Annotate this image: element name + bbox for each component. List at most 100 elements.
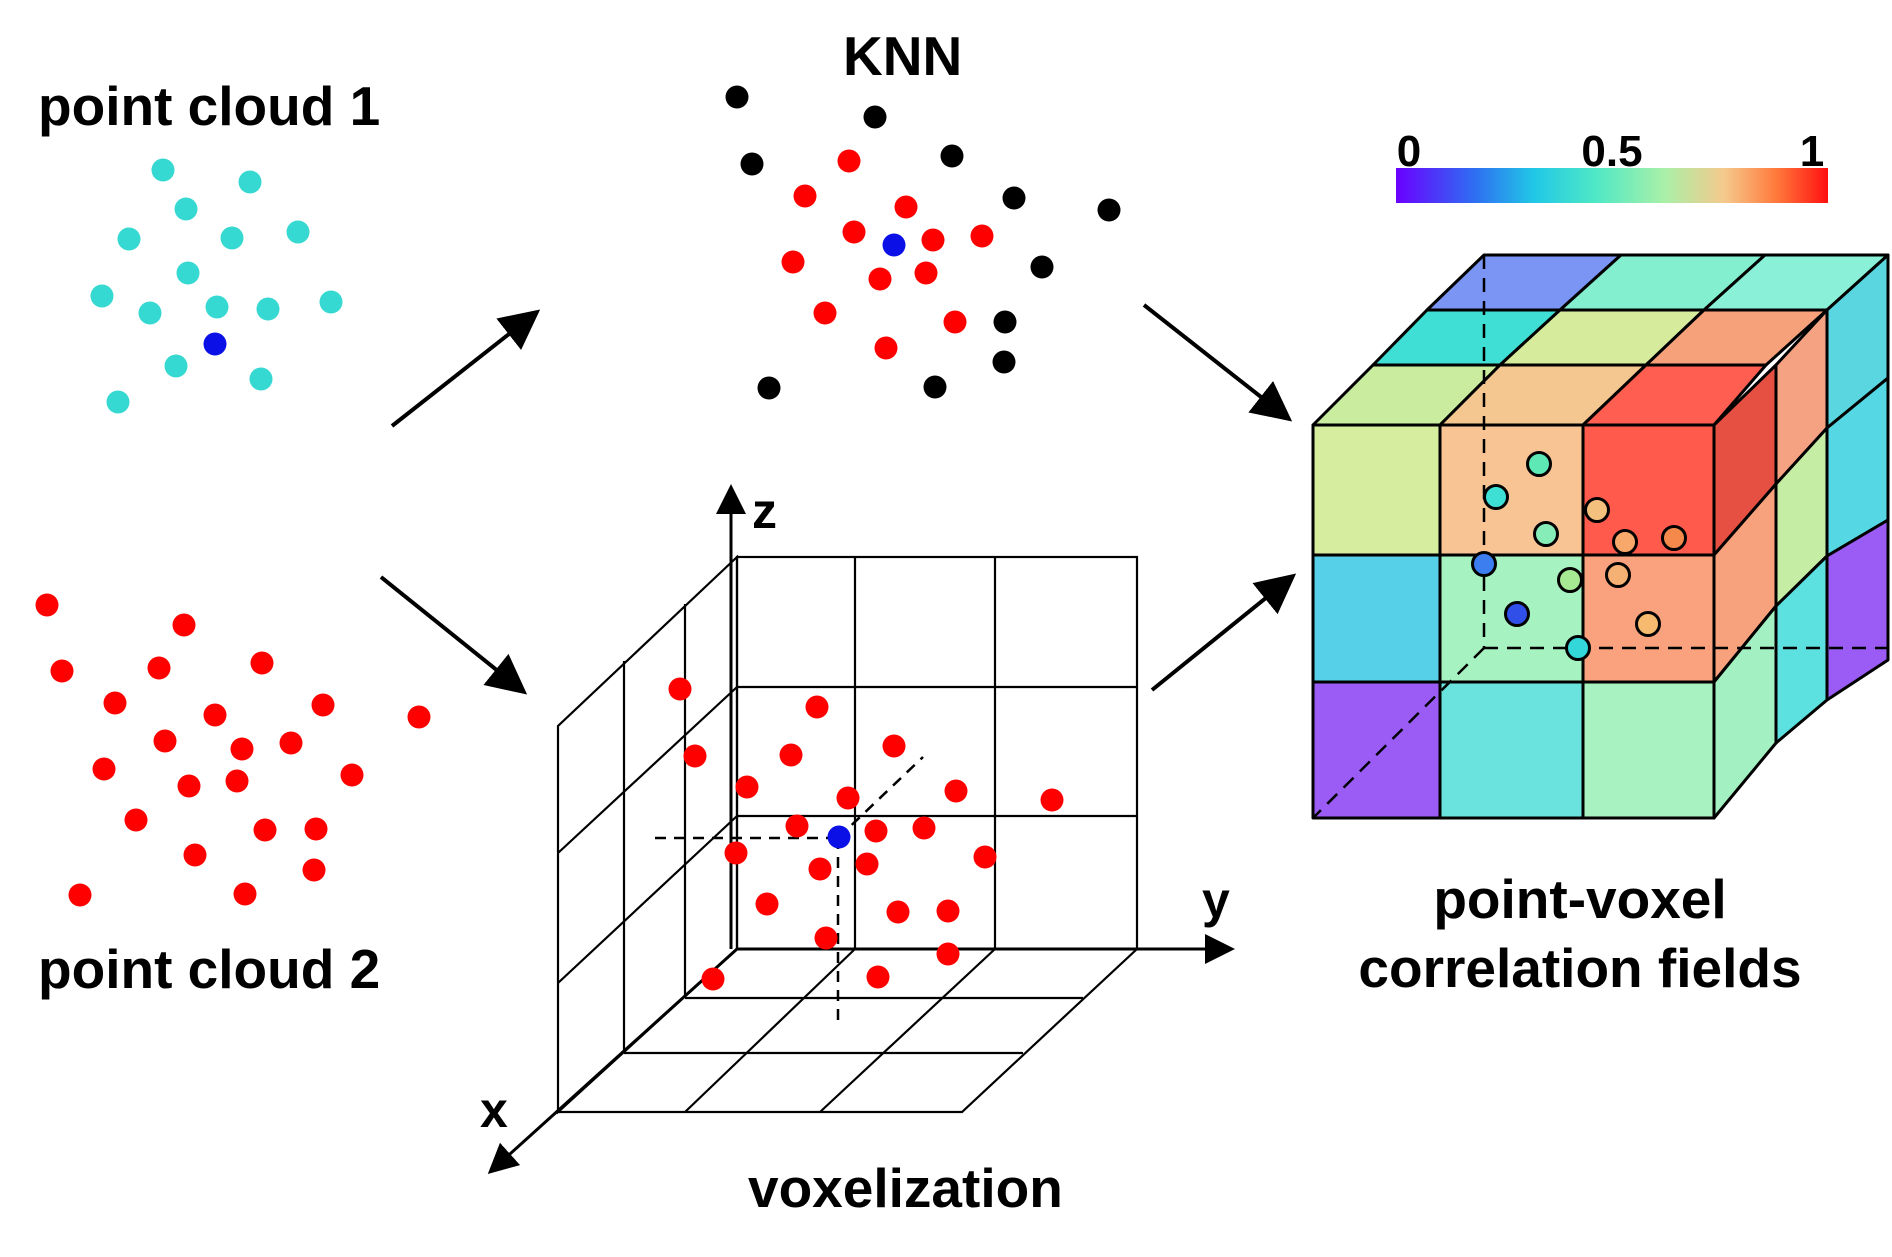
correlation-point-6	[1661, 525, 1687, 551]
voxel-point-21	[936, 942, 960, 966]
knn-point-24	[882, 233, 906, 257]
cloud2-point-20	[183, 843, 207, 867]
voxel-point-12	[864, 819, 888, 843]
cloud2-point-10	[230, 737, 254, 761]
voxel-point-22	[701, 967, 725, 991]
cloud1-point-1	[151, 158, 175, 182]
cloud1-point-14	[164, 354, 188, 378]
knn-point-5	[1002, 186, 1026, 210]
colorbar-tick-1: 1	[1800, 127, 1824, 176]
axis-z-label: z	[752, 483, 777, 539]
voxel-point-2	[805, 695, 829, 719]
x-axis	[487, 947, 739, 1175]
cloud2-point-9	[153, 729, 177, 753]
correlation-point-1	[1526, 451, 1552, 477]
cloud2-point-21	[302, 858, 326, 882]
voxelized-points	[668, 677, 1064, 991]
voxel-point-14	[808, 857, 832, 881]
cloud1-point-9	[205, 295, 229, 319]
cloud2-point-14	[225, 769, 249, 793]
correlation-point-8	[1557, 567, 1583, 593]
cloud1-point-4	[117, 227, 141, 251]
cloud2-point-4	[147, 656, 171, 680]
knn-point-8	[993, 310, 1017, 334]
cloud1-point-2	[238, 170, 262, 194]
knn-cluster	[725, 85, 1121, 400]
correlation-cube	[1311, 253, 1890, 820]
knn-point-21	[813, 301, 837, 325]
voxel-point-20	[814, 926, 838, 950]
voxel-point-18	[886, 900, 910, 924]
knn-point-1	[725, 85, 749, 109]
point-cloud-2-label: point cloud 2	[38, 938, 380, 1000]
knn-point-2	[863, 105, 887, 129]
cloud2-point-13	[92, 757, 116, 781]
colorbar-gradient	[1396, 168, 1828, 203]
knn-point-20	[914, 261, 938, 285]
knn-point-17	[970, 224, 994, 248]
voxel-point-19	[936, 899, 960, 923]
correlation-point-5	[1612, 529, 1638, 555]
voxel-point-6	[735, 775, 759, 799]
voxel-point-15	[855, 852, 879, 876]
flow-arrows	[379, 303, 1297, 695]
correlation-point-11	[1635, 611, 1661, 637]
cloud2-point-15	[177, 774, 201, 798]
point-cloud-2	[35, 593, 431, 907]
voxel-point-4	[779, 743, 803, 767]
knn-point-16	[921, 228, 945, 252]
cloud2-point-22	[68, 883, 92, 907]
knn-point-15	[842, 220, 866, 244]
voxel-point-24	[827, 825, 851, 849]
cloud2-point-17	[124, 808, 148, 832]
cloud2-point-7	[203, 703, 227, 727]
correlation-point-4	[1533, 521, 1559, 547]
knn-point-9	[992, 350, 1016, 374]
point-cloud-1	[90, 158, 343, 414]
cloud2-point-2	[172, 613, 196, 637]
voxel-point-16	[973, 845, 997, 869]
knn-point-13	[793, 184, 817, 208]
cloud1-point-13	[203, 332, 227, 356]
arrow-pc2-to-voxel	[379, 575, 528, 695]
cloud2-point-3	[50, 659, 74, 683]
cloud2-point-11	[279, 731, 303, 755]
knn-point-7	[1030, 255, 1054, 279]
knn-point-19	[868, 267, 892, 291]
cloud2-point-23	[233, 882, 257, 906]
knn-point-14	[894, 195, 918, 219]
knn-point-4	[940, 144, 964, 168]
correlation-point-10	[1504, 601, 1530, 627]
knn-point-22	[943, 310, 967, 334]
knn-point-18	[781, 250, 805, 274]
query-projection-lines	[655, 756, 924, 1027]
voxel-point-11	[912, 816, 936, 840]
knn-point-11	[923, 375, 947, 399]
knn-point-6	[1097, 198, 1121, 222]
axis-y-label: y	[1202, 872, 1230, 928]
result-label-line2: correlation fields	[1358, 937, 1801, 999]
arrow-knn-to-field	[1142, 303, 1293, 422]
correlation-point-3	[1584, 497, 1610, 523]
cloud1-point-7	[176, 261, 200, 285]
voxel-point-7	[944, 779, 968, 803]
knn-point-12	[837, 149, 861, 173]
voxel-point-23	[866, 965, 890, 989]
cloud2-point-6	[103, 691, 127, 715]
correlation-point-2	[1483, 484, 1509, 510]
knn-point-23	[874, 336, 898, 360]
voxel-point-1	[668, 677, 692, 701]
cloud2-point-19	[304, 817, 328, 841]
voxel-point-9	[836, 786, 860, 810]
voxelization-label: voxelization	[748, 1157, 1063, 1219]
cloud2-point-18	[253, 818, 277, 842]
colorbar: 0 0.5 1	[1396, 127, 1828, 203]
cloud1-point-5	[220, 226, 244, 250]
knn-label: KNN	[843, 25, 962, 87]
voxel-point-17	[755, 892, 779, 916]
colorbar-tick-mid: 0.5	[1581, 127, 1642, 176]
cloud2-point-1	[35, 593, 59, 617]
voxel-axes	[487, 484, 1235, 1175]
voxel-point-8	[1040, 788, 1064, 812]
